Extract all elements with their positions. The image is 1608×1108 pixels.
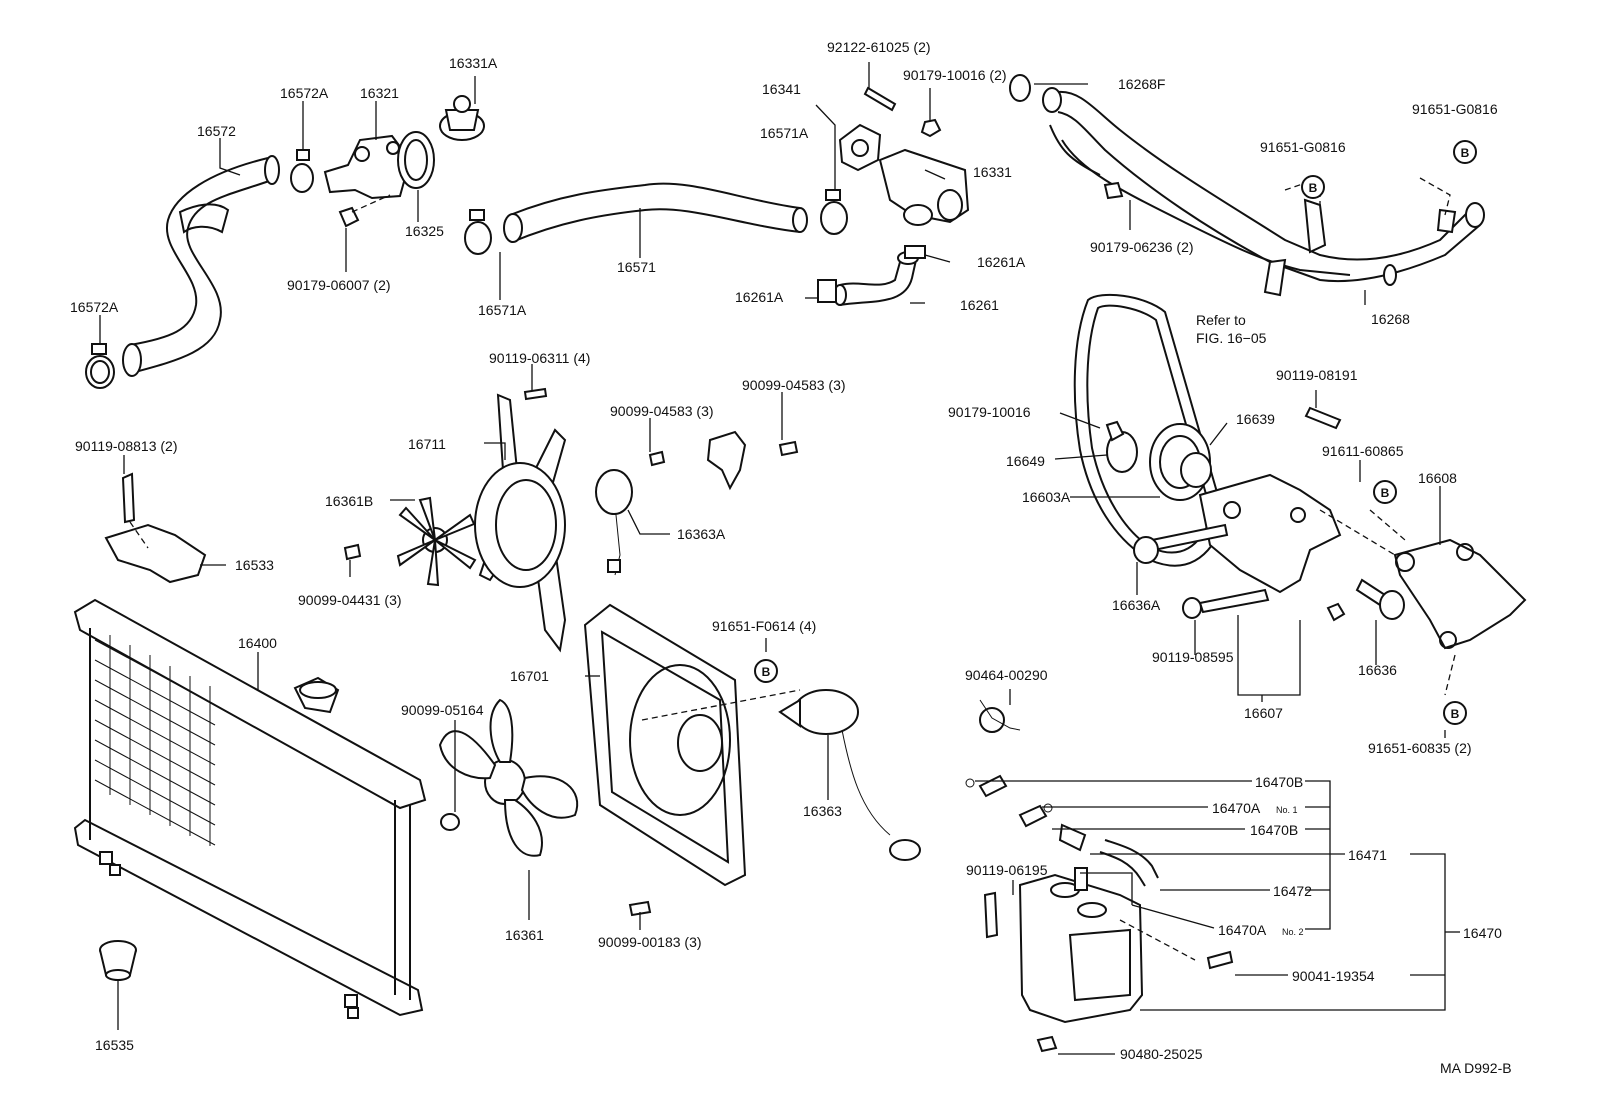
label-16363A: 16363A xyxy=(677,526,726,542)
belt-and-idler-group xyxy=(1073,293,1527,696)
main-fan-icon xyxy=(438,698,578,857)
bracket-16533-group xyxy=(104,472,207,584)
label-90119-08595: 90119-08595 xyxy=(1152,649,1234,665)
label-16571A-left: 16571A xyxy=(478,302,527,318)
label-16321: 16321 xyxy=(360,85,399,101)
label-90179-10016-top: 90179-10016 (2) xyxy=(903,67,1007,83)
label-90099-04431: 90099-04431 (3) xyxy=(298,592,402,608)
badge-b-icon: B xyxy=(1373,480,1397,504)
label-16261: 16261 xyxy=(960,297,999,313)
svg-text:B: B xyxy=(1309,181,1318,195)
grommet-16535 xyxy=(99,940,137,981)
part-labels: 16572 16572A 16572A 16321 16331A 16325 9… xyxy=(70,39,1512,1076)
label-90119-08191: 90119-08191 xyxy=(1276,367,1358,383)
upper-hose-group xyxy=(85,95,485,389)
label-16470A-no2: 16470A xyxy=(1218,922,1267,938)
label-16608: 16608 xyxy=(1418,470,1457,486)
label-16470B-b: 16470B xyxy=(1250,822,1298,838)
reservoir-group xyxy=(965,699,1234,1053)
label-90179-06236: 90179-06236 (2) xyxy=(1090,239,1194,255)
label-91651-G0816-b: 91651-G0816 xyxy=(1412,101,1498,117)
label-90119-06311: 90119-06311 (4) xyxy=(489,350,590,366)
label-16636: 16636 xyxy=(1358,662,1397,678)
label-92122-61025: 92122-61025 (2) xyxy=(827,39,931,55)
badge-b-icon: B xyxy=(1301,175,1325,199)
label-16711: 16711 xyxy=(408,436,446,452)
label-16361B: 16361B xyxy=(325,493,373,509)
label-16472: 16472 xyxy=(1273,883,1312,899)
radiator-core-mesh xyxy=(94,635,216,846)
label-16571A-mid: 16571A xyxy=(760,125,809,141)
label-90099-00183: 90099-00183 (3) xyxy=(598,934,702,950)
label-refer-line1: Refer to xyxy=(1196,312,1246,328)
main-fan-group xyxy=(438,603,921,917)
label-90464-00290: 90464-00290 xyxy=(965,667,1048,683)
label-16268: 16268 xyxy=(1371,311,1410,327)
badge-b-icon: B xyxy=(1443,701,1467,725)
leader-lines xyxy=(99,62,1460,1055)
label-90480-25025: 90480-25025 xyxy=(1120,1046,1203,1062)
label-16572: 16572 xyxy=(197,123,236,139)
label-16535: 16535 xyxy=(95,1037,134,1053)
badge-b-icon: B xyxy=(754,659,778,683)
label-16572A-top: 16572A xyxy=(280,85,329,101)
label-16470: 16470 xyxy=(1463,925,1502,941)
label-16268F: 16268F xyxy=(1118,76,1165,92)
label-16470A-no1: 16470A xyxy=(1212,800,1261,816)
label-90099-04583-a: 90099-04583 (3) xyxy=(610,403,714,419)
label-16533: 16533 xyxy=(235,557,274,573)
label-16649: 16649 xyxy=(1006,453,1045,469)
label-16701: 16701 xyxy=(510,668,549,684)
water-inlet-group xyxy=(817,86,970,306)
label-91611-60865: 91611-60865 xyxy=(1322,443,1404,459)
label-no2: No. 2 xyxy=(1282,927,1304,937)
label-16261A-right: 16261A xyxy=(977,254,1026,270)
fan-assembly-group xyxy=(343,387,799,653)
small-fan-icon xyxy=(396,496,477,587)
label-16325: 16325 xyxy=(405,223,444,239)
label-90119-08813: 90119-08813 (2) xyxy=(75,438,177,454)
label-16607: 16607 xyxy=(1244,705,1283,721)
diagram-code: MA D992-B xyxy=(1440,1060,1512,1076)
radiator-group xyxy=(73,598,427,1019)
label-91651-G0816-a: 91651-G0816 xyxy=(1260,139,1346,155)
svg-text:B: B xyxy=(1461,146,1470,160)
badge-b-icon: B xyxy=(1453,140,1477,164)
label-16470B-a: 16470B xyxy=(1255,774,1303,790)
svg-text:B: B xyxy=(762,665,771,679)
label-91651-F0614: 91651-F0614 (4) xyxy=(712,618,816,634)
label-16572A-left: 16572A xyxy=(70,299,119,315)
label-16639: 16639 xyxy=(1236,411,1275,427)
label-90041-19354: 90041-19354 xyxy=(1292,968,1375,984)
label-16603A: 16603A xyxy=(1022,489,1071,505)
svg-text:B: B xyxy=(1381,486,1390,500)
label-16341: 16341 xyxy=(762,81,801,97)
label-16571: 16571 xyxy=(617,259,656,275)
callout-badges: B B B B B xyxy=(754,140,1477,725)
label-90119-06195: 90119-06195 xyxy=(966,862,1048,878)
label-90179-06007: 90179-06007 (2) xyxy=(287,277,391,293)
label-no1: No. 1 xyxy=(1276,805,1298,815)
label-16636A: 16636A xyxy=(1112,597,1161,613)
label-16331A: 16331A xyxy=(449,55,498,71)
hose-16571-group xyxy=(464,182,848,255)
label-91651-60835: 91651-60835 (2) xyxy=(1368,740,1472,756)
label-90099-04583-b: 90099-04583 (3) xyxy=(742,377,846,393)
svg-text:B: B xyxy=(1451,707,1460,721)
label-16363: 16363 xyxy=(803,803,842,819)
label-90179-10016-mid: 90179-10016 xyxy=(948,404,1031,420)
label-90099-05164: 90099-05164 xyxy=(401,702,484,718)
label-16331: 16331 xyxy=(973,164,1012,180)
label-16471: 16471 xyxy=(1348,847,1387,863)
label-refer-line2: FIG. 16−05 xyxy=(1196,330,1267,346)
label-16400: 16400 xyxy=(238,635,277,651)
label-16261A-left: 16261A xyxy=(735,289,784,305)
label-16361: 16361 xyxy=(505,927,544,943)
